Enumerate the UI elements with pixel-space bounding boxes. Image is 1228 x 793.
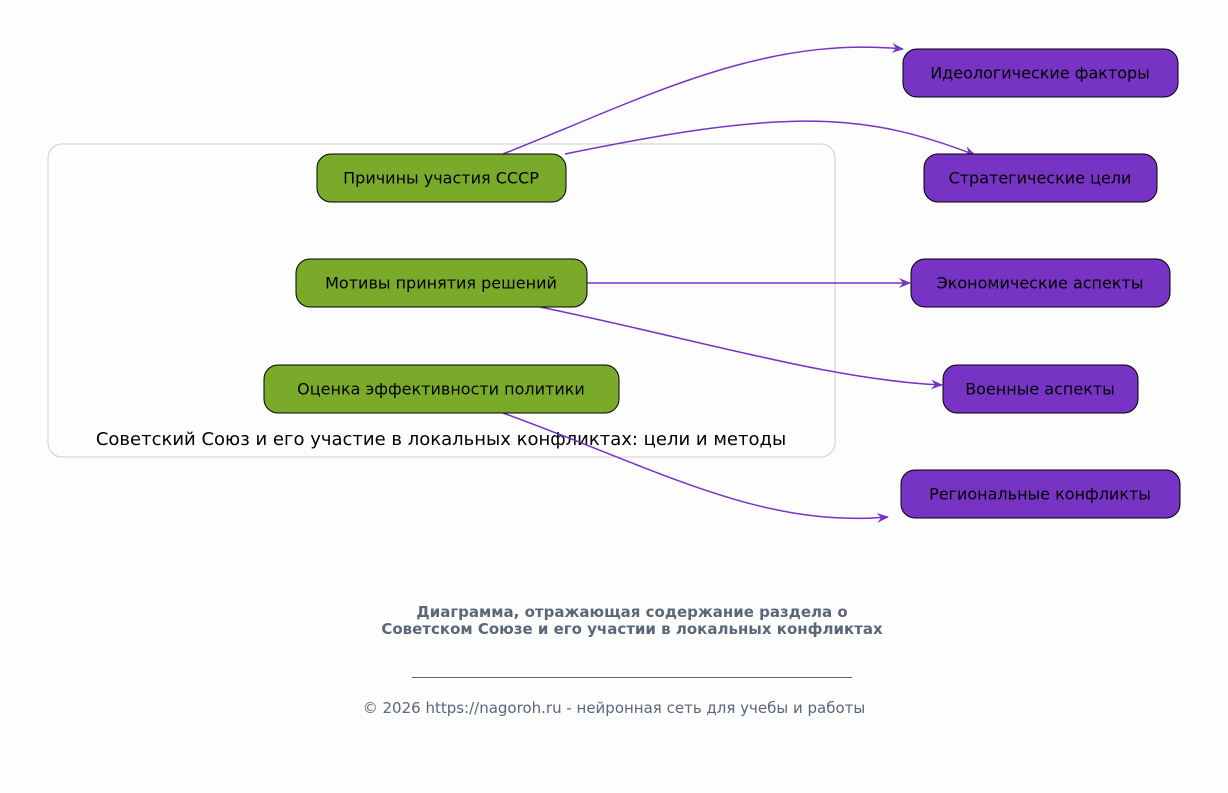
target-node-strategic[interactable]: Стратегические цели	[923, 153, 1158, 203]
node-label: Идеологические факторы	[930, 64, 1150, 83]
target-node-military[interactable]: Военные аспекты	[942, 364, 1139, 414]
edge-evaluation-regional	[502, 412, 889, 523]
target-node-economic[interactable]: Экономические аспекты	[910, 258, 1171, 308]
caption-title: Диаграмма, отражающая содержание раздела…	[381, 603, 883, 638]
node-label: Причины участия СССР	[343, 169, 539, 188]
edge-reasons-ideology	[502, 42, 904, 155]
cluster-box	[47, 143, 836, 458]
node-label: Экономические аспекты	[937, 274, 1144, 293]
cluster-label: Советский Союз и его участие в локальных…	[96, 429, 786, 450]
node-label: Оценка эффективности политики	[297, 380, 585, 399]
edge-motives-military	[539, 306, 943, 390]
source-node-evaluation[interactable]: Оценка эффективности политики	[263, 364, 620, 414]
node-label: Региональные конфликты	[929, 485, 1151, 504]
target-node-ideology[interactable]: Идеологические факторы	[902, 48, 1179, 98]
source-node-reasons[interactable]: Причины участия СССР	[316, 153, 567, 203]
node-label: Мотивы принятия решений	[325, 274, 557, 293]
source-node-motives[interactable]: Мотивы принятия решений	[295, 258, 588, 308]
caption-divider	[412, 677, 852, 678]
caption-footer: © 2026 https://nagoroh.ru - нейронная се…	[362, 699, 866, 717]
target-node-regional[interactable]: Региональные конфликты	[900, 469, 1181, 519]
node-label: Военные аспекты	[965, 380, 1115, 399]
edge-reasons-strategic	[564, 120, 976, 156]
node-label: Стратегические цели	[949, 169, 1132, 188]
